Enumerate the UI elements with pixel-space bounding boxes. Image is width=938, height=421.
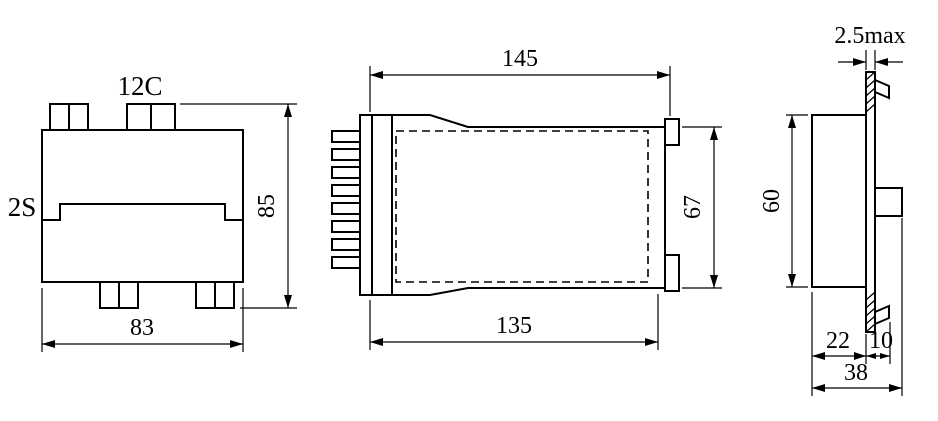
dim-total-length-label: 145 xyxy=(502,46,538,72)
hatch-lines xyxy=(865,71,876,333)
front-body-outline xyxy=(41,129,244,283)
front-top-label: 12C xyxy=(117,71,162,101)
hatch-line xyxy=(865,87,876,97)
dim-height-label: 85 xyxy=(254,194,280,218)
arrowhead xyxy=(230,340,243,348)
hatch-line xyxy=(865,95,876,105)
case-body-outline xyxy=(392,114,666,296)
dim-width-label: 83 xyxy=(130,315,154,341)
hatch-line xyxy=(865,299,876,309)
arrowhead xyxy=(645,338,658,346)
arrowhead xyxy=(788,115,796,128)
arrowhead xyxy=(853,58,866,66)
connector-pin xyxy=(331,130,361,143)
dim-panel-thickness-label: 2.5max xyxy=(834,23,905,49)
arrowhead xyxy=(880,353,890,359)
arrowhead xyxy=(854,352,866,360)
connector-pin xyxy=(331,166,361,179)
dim-side-height-label: 67 xyxy=(680,195,706,219)
hatch-line xyxy=(865,315,876,325)
arrowhead xyxy=(370,71,383,79)
clamp-hook-top xyxy=(874,78,890,100)
clamp-hook-bottom xyxy=(874,304,890,326)
pin-base xyxy=(359,114,393,296)
hatch-line xyxy=(865,71,876,81)
side-view: 145 67 135 xyxy=(331,46,722,350)
end-view: 2.5max 60 22 10 38 xyxy=(759,23,906,396)
arrowhead xyxy=(284,104,292,117)
hatch-line xyxy=(865,291,876,301)
arrowhead xyxy=(284,295,292,308)
connector-pin xyxy=(331,256,361,269)
arrowhead xyxy=(812,384,825,392)
arrowhead xyxy=(710,127,718,140)
dim-rear-depth-label: 22 xyxy=(826,328,850,354)
arrowhead xyxy=(710,275,718,288)
connector-pin xyxy=(331,202,361,215)
hatch-line xyxy=(865,307,876,317)
dim-total-depth-label: 38 xyxy=(844,360,868,386)
front-view: 12C 2S 85 83 xyxy=(8,71,297,352)
front-inner-step xyxy=(42,203,243,221)
connector-pin xyxy=(331,184,361,197)
hatch-line xyxy=(865,323,876,333)
arrowhead xyxy=(889,384,902,392)
end-body-outline xyxy=(811,114,867,288)
connector-pins xyxy=(331,130,361,269)
dim-front-depth-label: 10 xyxy=(869,328,893,354)
arrowhead xyxy=(370,338,383,346)
hatch-line xyxy=(865,103,876,113)
arrowhead xyxy=(657,71,670,79)
connector-pin xyxy=(331,238,361,251)
front-left-label: 2S xyxy=(8,192,37,222)
connector-pin xyxy=(331,148,361,161)
mounting-hook-top xyxy=(664,118,680,146)
dim-body-length-label: 135 xyxy=(496,313,532,339)
hidden-internal-outline xyxy=(395,130,649,283)
hatch-line xyxy=(865,79,876,89)
mounting-hook-bottom xyxy=(664,254,680,292)
arrowhead xyxy=(875,58,888,66)
arrowhead xyxy=(42,340,55,348)
arrowhead xyxy=(788,274,796,287)
connector-pin xyxy=(331,220,361,233)
arrowhead xyxy=(866,353,876,359)
dim-end-height-label: 60 xyxy=(759,189,785,213)
arrowhead xyxy=(812,352,825,360)
middle-tab xyxy=(874,187,903,217)
